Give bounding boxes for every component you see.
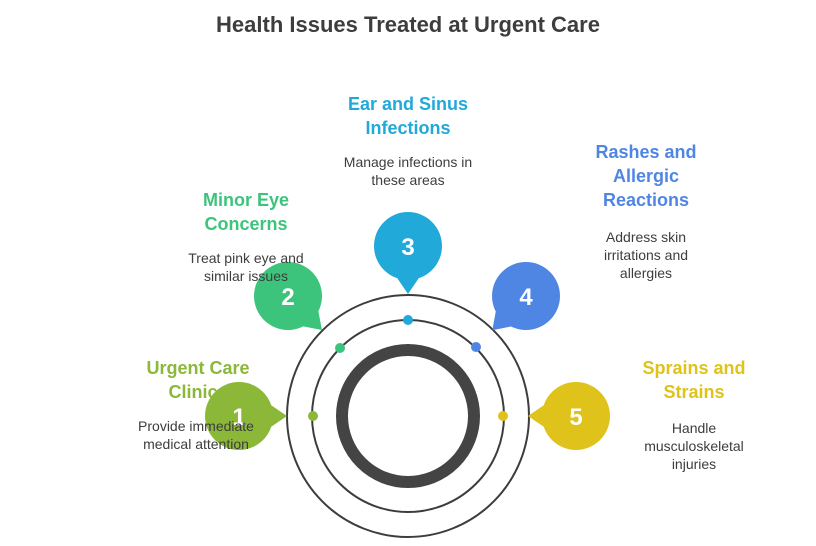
ring-dot-4 [471, 342, 481, 352]
step-description-line: medical attention [143, 436, 249, 452]
bubble-circle [254, 262, 322, 330]
step-description-1: Provide immediate medical attention [116, 417, 276, 453]
outer-ring [286, 294, 530, 538]
step-number: 4 [519, 284, 533, 311]
step-description-line: injuries [671, 456, 717, 472]
step-bubble-3: 3 [374, 212, 442, 294]
step-number: 1 [232, 404, 245, 431]
ring-dot-2 [335, 343, 345, 353]
ring-dot-3 [403, 315, 413, 325]
bubble-circle [492, 262, 560, 330]
bubble-pointer [303, 311, 322, 330]
bubble-circle [205, 382, 273, 450]
step-description-line: musculoskeletal [644, 438, 744, 454]
bubble-pointer [528, 405, 544, 427]
step-description-4: Address skin irritations and allergies [566, 228, 726, 282]
step-title-line: Reactions [602, 190, 690, 210]
step-number: 3 [401, 234, 414, 261]
bubble-pointer [397, 278, 419, 294]
step-title-line: Sprains and [642, 358, 746, 378]
step-bubble-2: 2 [254, 262, 322, 330]
step-bubble-4: 4 [492, 262, 560, 331]
step-description-line: Manage infections in [343, 154, 473, 170]
step-title-line: Ear and Sinus [347, 94, 469, 114]
step-description-line: Provide immediate [138, 418, 254, 434]
step-description-line: similar issues [203, 268, 288, 284]
step-title-line: Minor Eye [202, 190, 290, 210]
step-description-2: Treat pink eye and similar issues [166, 249, 326, 285]
ring-dot-5 [498, 411, 508, 421]
step-title-line: Concerns [204, 214, 288, 234]
step-title-line: Clinics [168, 382, 228, 402]
bubble-pointer [492, 311, 511, 331]
bubble-pointer [271, 405, 287, 427]
step-number: 5 [569, 404, 582, 431]
step-description-line: these areas [371, 172, 445, 188]
step-description-5: Handle musculoskeletal injuries [614, 419, 774, 473]
bubble-circle [374, 212, 442, 280]
step-title-line: Infections [365, 118, 451, 138]
step-bubble-1: 1 [205, 382, 287, 450]
inner-ring [336, 344, 480, 488]
ring-dot-1 [308, 411, 318, 421]
page-title: Health Issues Treated at Urgent Care [216, 12, 600, 37]
step-description-3: Manage infections in these areas [328, 153, 488, 189]
step-title-line: Strains [663, 382, 725, 402]
step-description-line: Treat pink eye and [188, 250, 304, 266]
step-bubble-5: 5 [528, 382, 610, 450]
step-title-line: Rashes and [595, 142, 697, 162]
step-title-line: Allergic [612, 166, 680, 186]
step-description-line: Address skin [605, 229, 687, 245]
step-number: 2 [281, 284, 294, 311]
step-description-line: Handle [671, 420, 717, 436]
bubble-circle [542, 382, 610, 450]
step-title-line: Urgent Care [146, 358, 250, 378]
step-description-line: irritations and [603, 247, 689, 263]
step-description-line: allergies [619, 265, 673, 281]
